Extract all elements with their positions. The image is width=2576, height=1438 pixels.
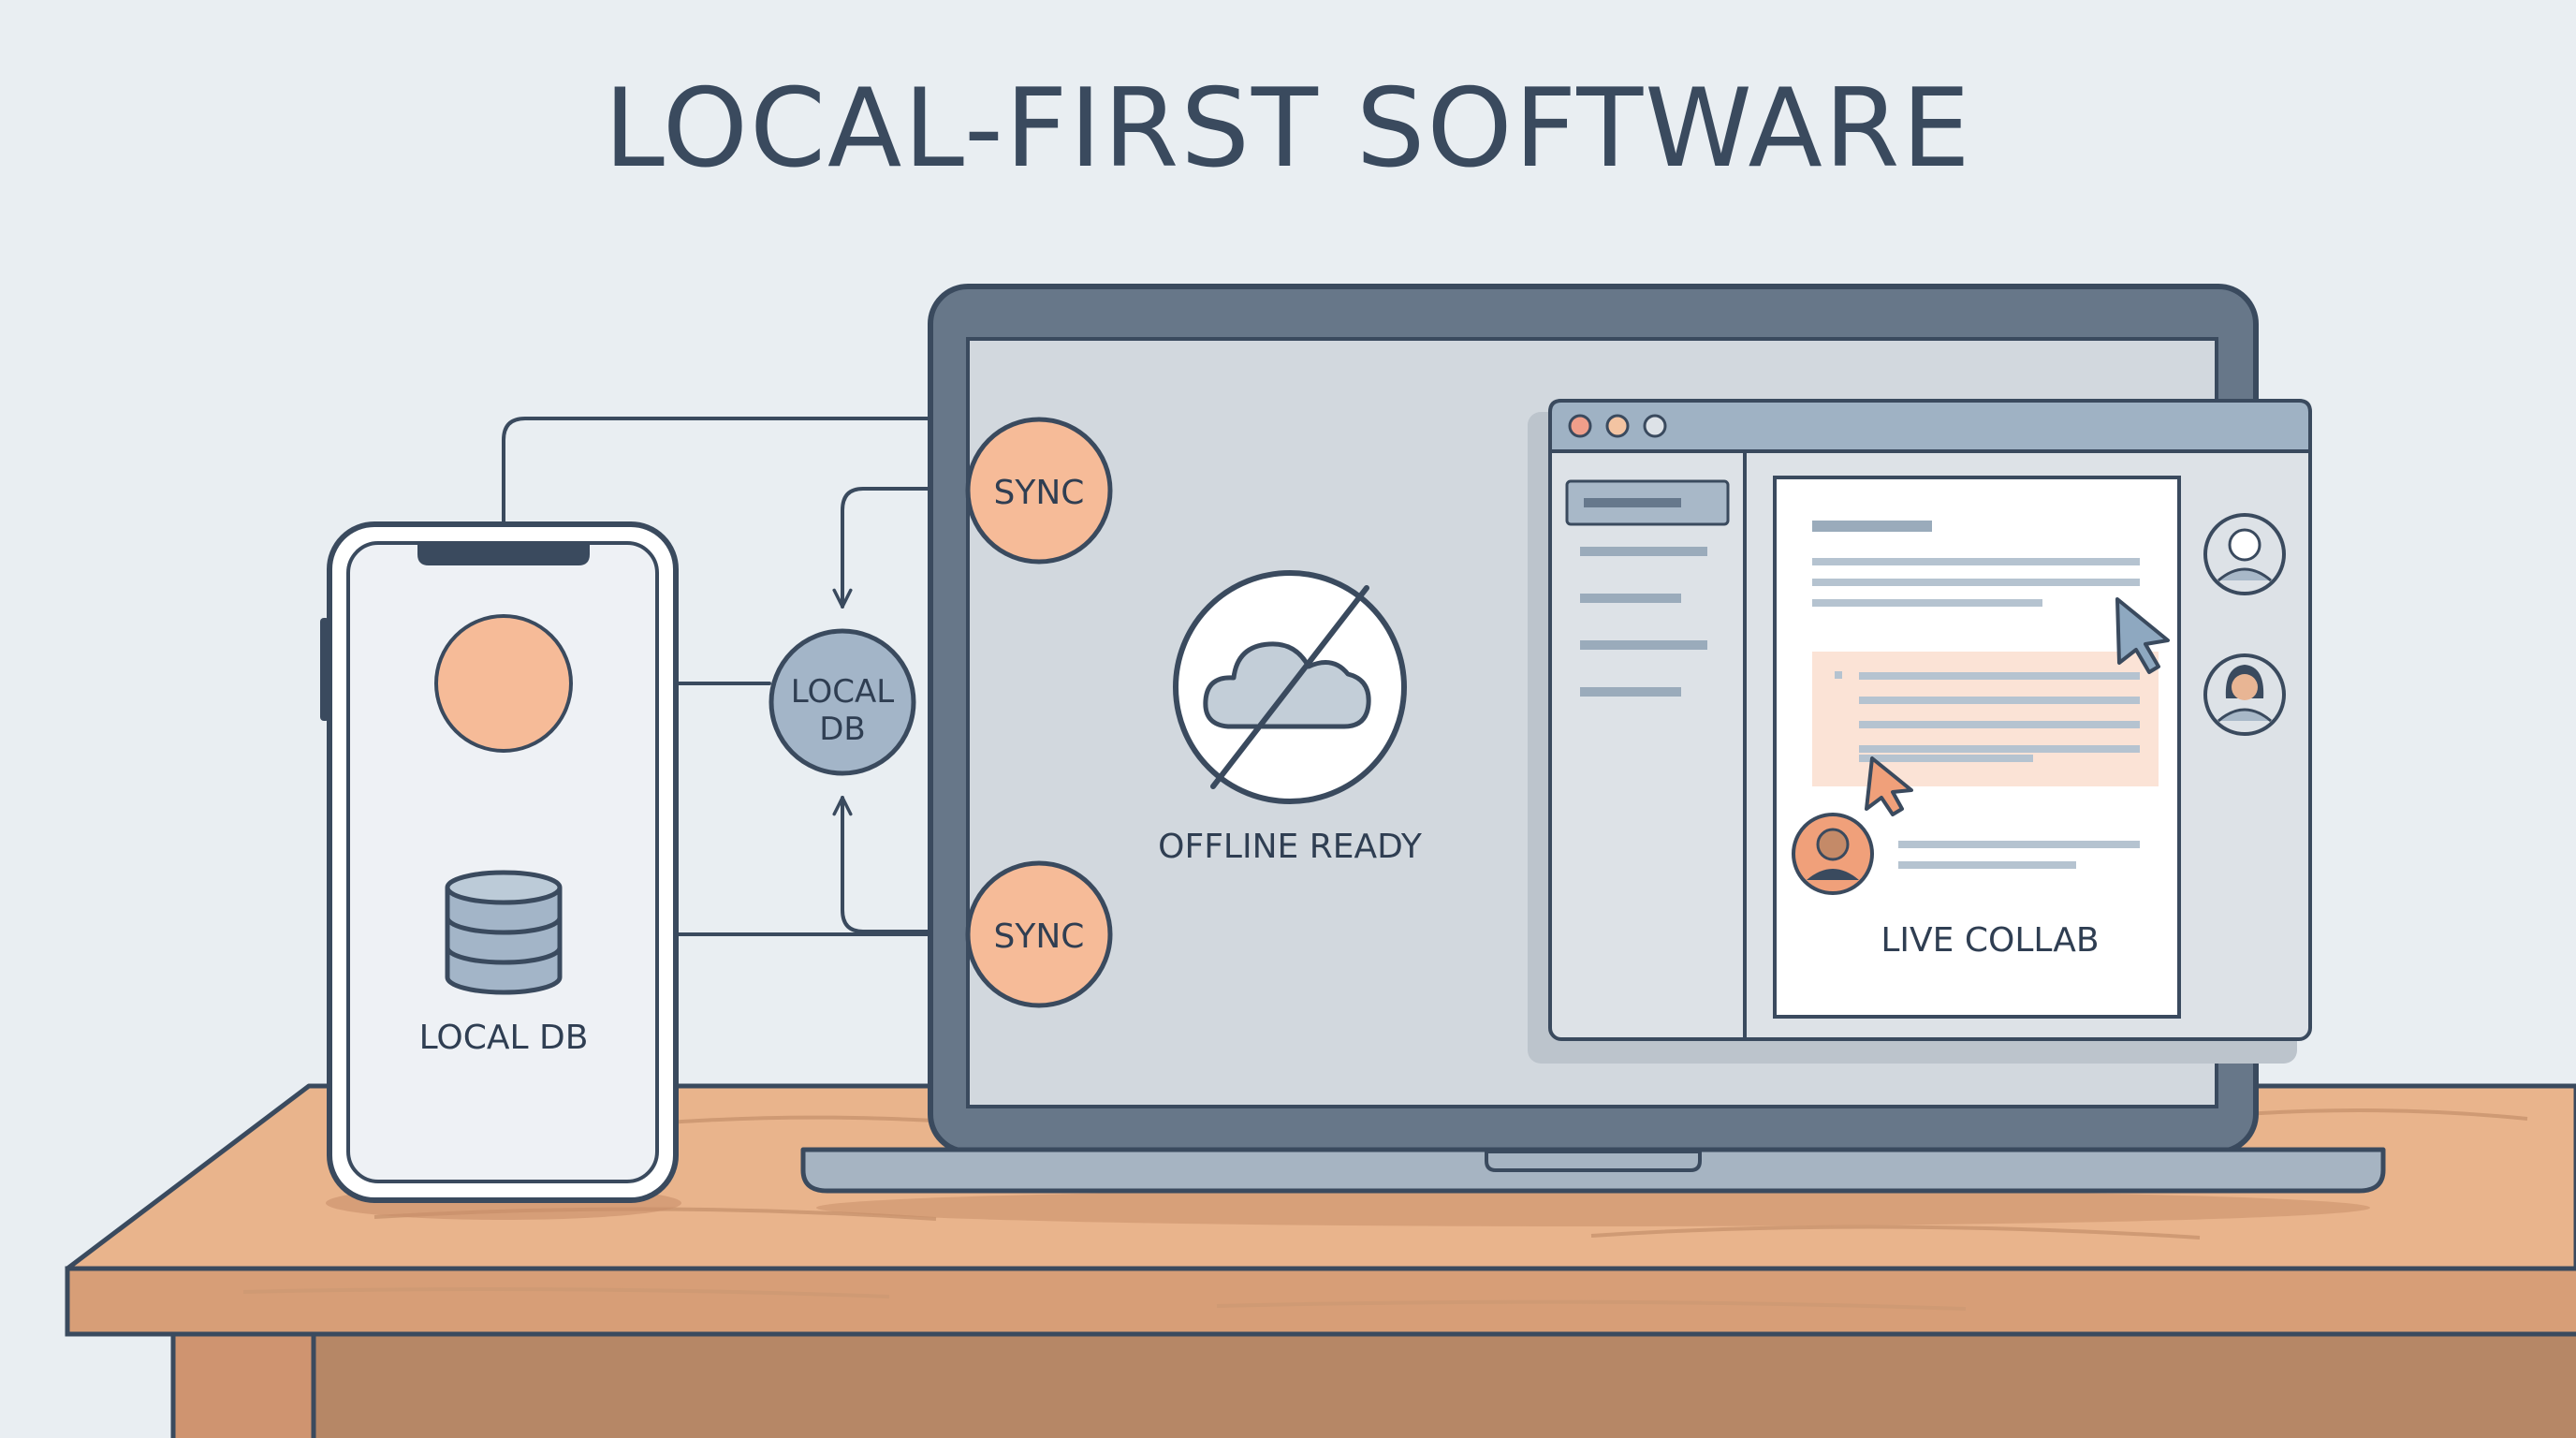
laptop-trackpad-notch [1485,1150,1702,1172]
arrow-sync-top-to-localdb [832,487,966,609]
document-text-line [1859,672,2140,680]
laptop-shadow [816,1189,2370,1226]
cursor-icon [2115,597,2170,674]
document-text-line [1898,841,2140,848]
window-maximize-dot[interactable] [1643,414,1667,438]
document-text-line [1812,558,2140,565]
phone-local-db-label: LOCAL DB [419,1019,589,1057]
page-title: LOCAL-FIRST SOFTWARE [604,66,1972,192]
sidebar-item[interactable] [1580,640,1707,650]
phone-app-circle [434,614,573,753]
document-text-line [1859,745,2140,753]
document-text-line [1898,861,2076,869]
live-collab-label: LIVE COLLAB [1881,921,2099,960]
arrow-bottom-to-localdb [832,796,966,933]
document-text-line [1859,697,2140,704]
sidebar-item[interactable] [1580,594,1681,603]
local-db-node-line1: LOCAL [791,673,894,711]
avatar-icon [2203,653,2286,736]
offline-slash [1210,585,1369,789]
phone-to-laptop-line [502,417,938,528]
document-highlight [1812,652,2159,786]
sidebar-item-bar [1584,498,1681,507]
sync-top-label: SYNC [994,474,1085,512]
offline-ready-label: OFFLINE READY [1158,828,1423,866]
local-db-node-line2: DB [819,711,866,748]
avatar-icon [2203,513,2286,595]
sidebar-item[interactable] [1580,547,1707,556]
local-db-node: LOCAL DB [768,628,916,776]
document-text-line [1812,599,2042,607]
window-close-dot[interactable] [1568,414,1592,438]
phone-notch [417,541,590,565]
document-heading-line [1812,521,1932,532]
document-text-line [1859,721,2140,728]
document-text-line [1859,755,2033,762]
desk-edge [65,1266,2576,1337]
sync-bottom-label: SYNC [994,917,1085,956]
avatar-icon [1792,813,1874,895]
cloud-offline-icon [1203,641,1371,729]
cursor-icon [1865,756,1913,816]
sidebar-item[interactable] [1580,687,1681,697]
desk-leg [170,1331,316,1438]
desk-front-panel [311,1331,2576,1438]
sync-node-top: SYNC [965,417,1113,565]
phone: LOCAL DB [320,521,681,1220]
sync-node-bottom: SYNC [965,860,1113,1008]
window-titlebar [1548,399,2312,453]
document-bullet [1835,671,1842,679]
window-minimize-dot[interactable] [1605,414,1630,438]
database-icon [445,870,563,995]
offline-node: OFFLINE READY [1158,570,1423,866]
app-window: LIVE COLLAB [1528,399,2312,1064]
document-text-line [1812,579,2140,586]
